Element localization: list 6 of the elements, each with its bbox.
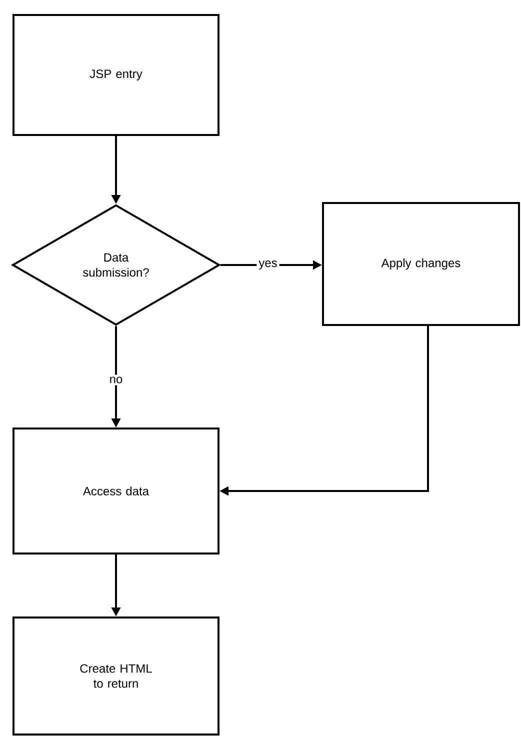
edge-label: yes [256,258,280,272]
process-box: Access data [12,428,220,554]
process-box: Apply changes [322,202,520,326]
process-box: JSP entry [12,14,220,136]
edge-label: no [107,374,125,386]
process-box: Create HTML to return [12,616,220,736]
